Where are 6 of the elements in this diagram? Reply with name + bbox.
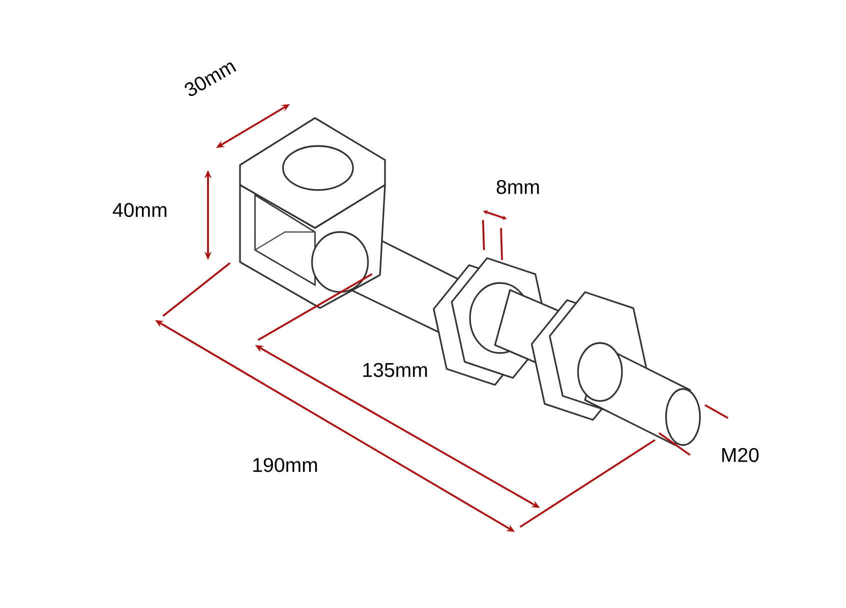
dimension-label: M20: [722, 448, 759, 462]
dimension-label: 40mm: [112, 202, 166, 218]
dimension-label: 30mm: [184, 62, 236, 96]
dimension-label: 190mm: [253, 458, 317, 472]
dimension-label: 135mm: [363, 362, 427, 378]
dimension-label: 8mm: [496, 180, 539, 194]
